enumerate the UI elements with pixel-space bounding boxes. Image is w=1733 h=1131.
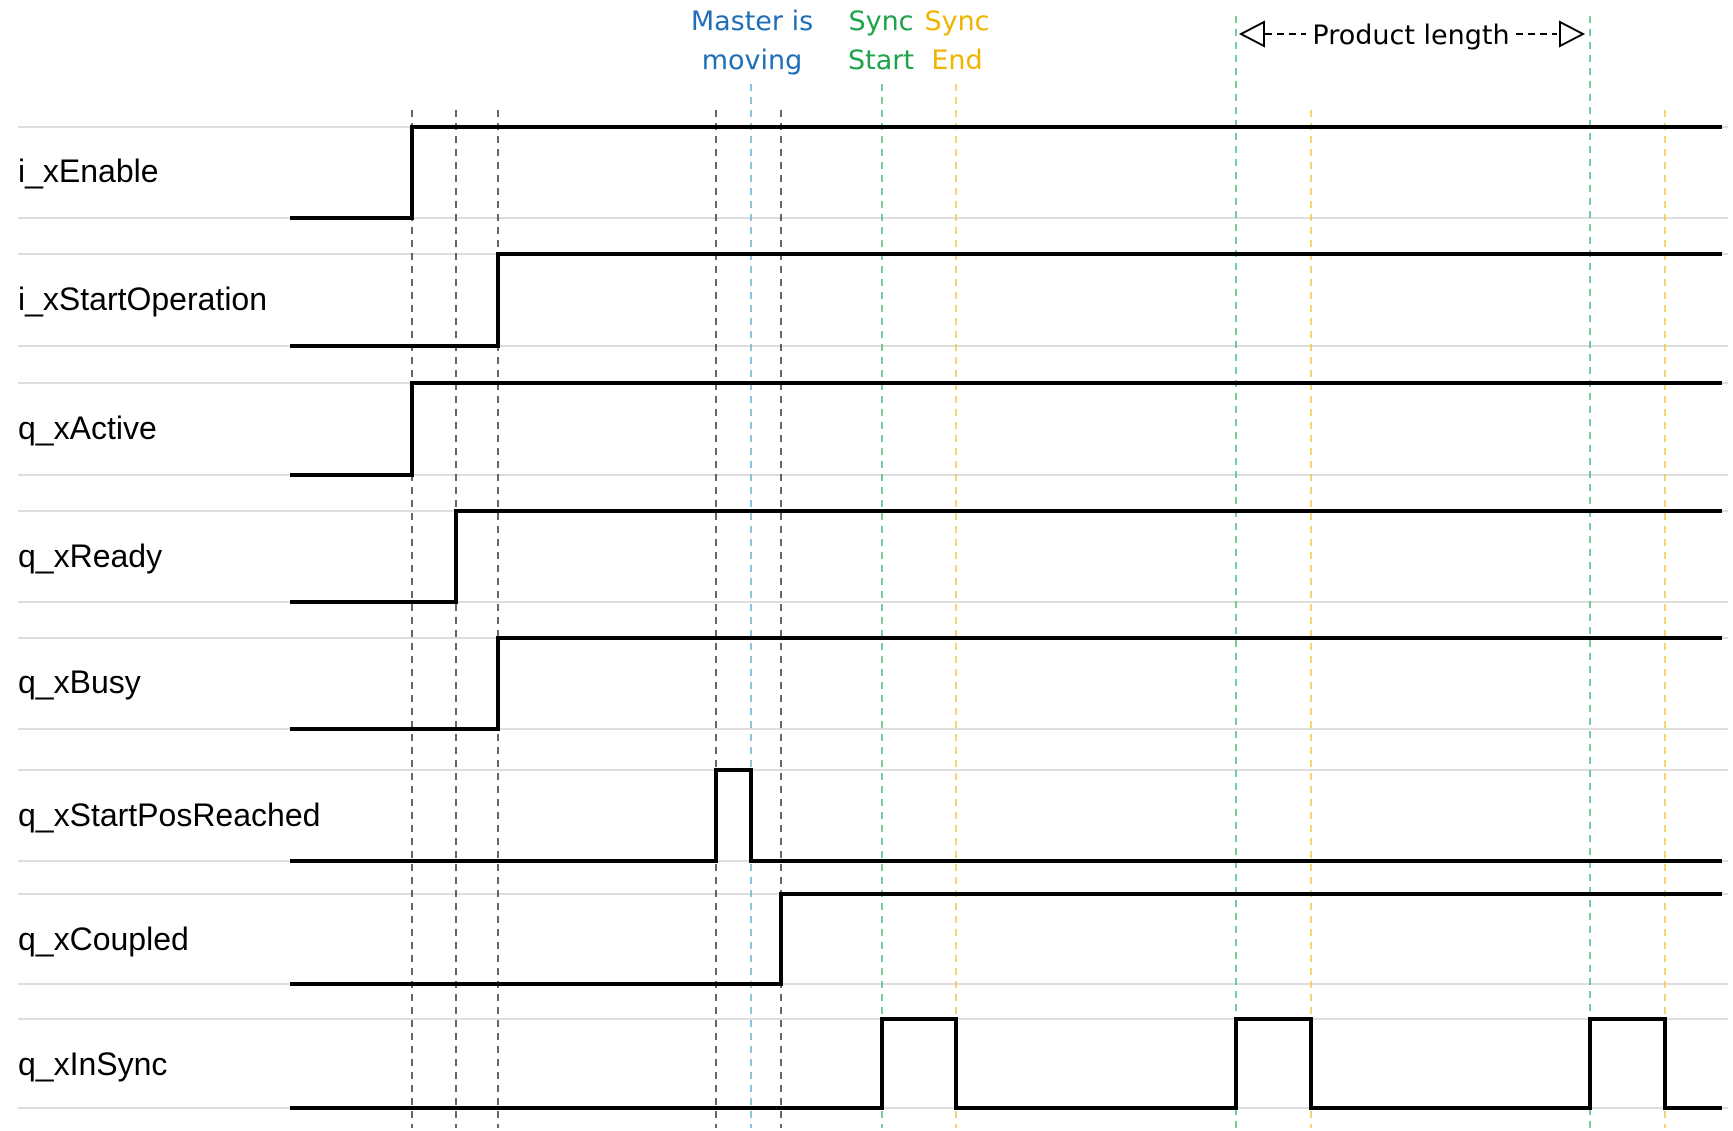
signal-waveforms — [290, 125, 1722, 1110]
signal-label-q_xCoupled: q_xCoupled — [18, 921, 189, 957]
master-moving-label-line1: Master is — [691, 6, 813, 37]
sync-start-label-line2: Start — [848, 45, 914, 76]
row-separator-lines — [18, 126, 1728, 1109]
waveform-q_xStartPosReached — [290, 768, 1722, 863]
waveform-i_xEnable — [290, 125, 1722, 220]
signal-label-q_xActive: q_xActive — [18, 410, 157, 446]
master-moving-label-line2: moving — [702, 45, 803, 76]
signal-label-q_xReady: q_xReady — [18, 538, 162, 574]
waveform-q_xBusy — [290, 636, 1722, 731]
signal-label-i_xEnable: i_xEnable — [18, 153, 159, 189]
signal-labels: i_xEnable i_xStartOperation q_xActive q_xRe… — [18, 153, 320, 1082]
diagram-header-annotations: Master is moving Sync Start Sync End Pro… — [691, 6, 1586, 76]
arrow-left-icon — [1238, 20, 1265, 48]
product-length-dimension: Product length — [1238, 20, 1586, 51]
sync-end-label-line2: End — [931, 45, 982, 76]
waveform-i_xStartOperation — [290, 252, 1722, 348]
waveform-q_xReady — [290, 509, 1722, 604]
waveform-q_xCoupled — [290, 892, 1722, 986]
event-guide-lines — [411, 16, 1666, 1128]
waveform-q_xInSync — [290, 1017, 1722, 1110]
signal-label-q_xInSync: q_xInSync — [18, 1046, 167, 1082]
arrow-right-icon — [1559, 20, 1586, 48]
signal-label-q_xStartPosReached: q_xStartPosReached — [18, 797, 320, 833]
sync-end-label-line1: Sync — [924, 6, 989, 37]
signal-label-i_xStartOperation: i_xStartOperation — [18, 281, 267, 317]
waveform-q_xActive — [290, 381, 1722, 477]
signal-label-q_xBusy: q_xBusy — [18, 664, 141, 700]
product-length-label: Product length — [1312, 20, 1509, 51]
sync-start-label-line1: Sync — [848, 6, 913, 37]
